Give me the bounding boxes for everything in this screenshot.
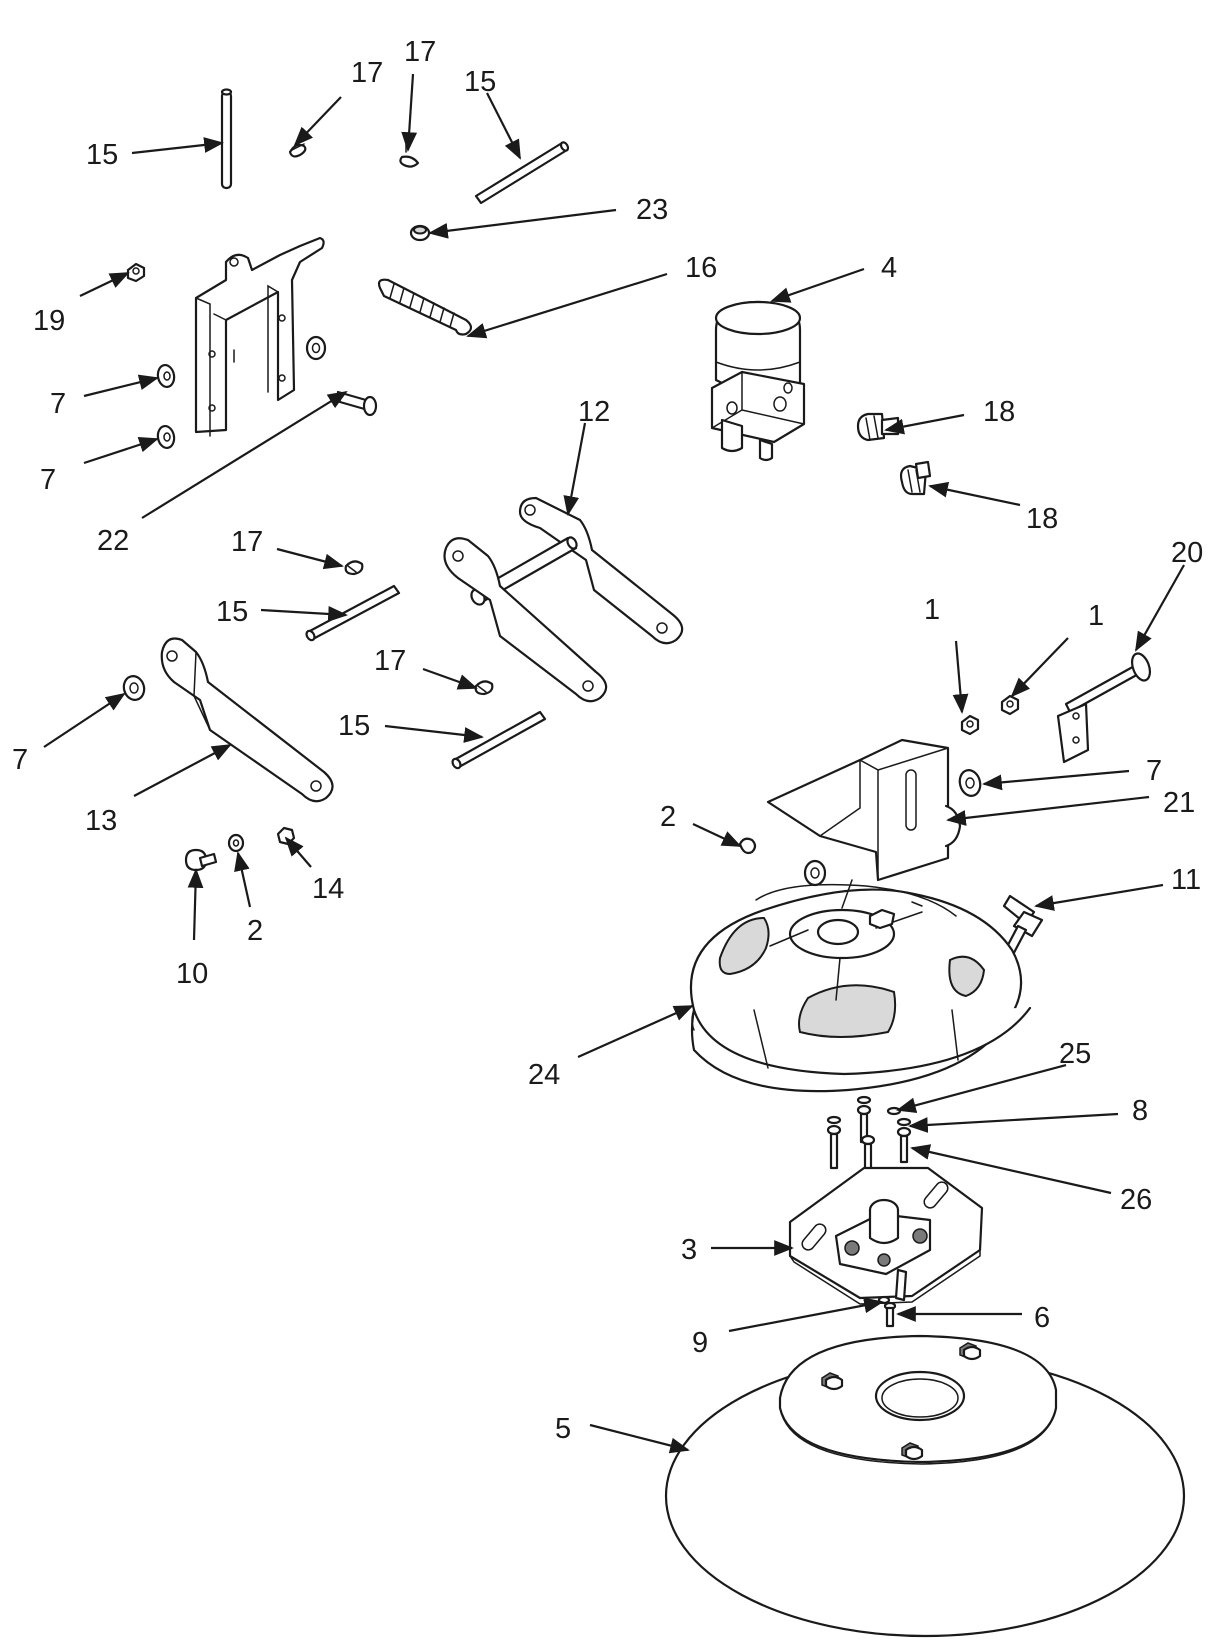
- callout-7-d: 7: [12, 744, 28, 776]
- callout-9: 9: [692, 1327, 708, 1359]
- callout-24: 24: [528, 1059, 560, 1091]
- callout-2-b: 2: [247, 915, 263, 947]
- callout-26: 26: [1120, 1184, 1152, 1216]
- callout-7-a: 7: [50, 388, 66, 420]
- callout-15-b: 15: [464, 66, 496, 98]
- part-rod-plate-20: [1056, 652, 1152, 764]
- part-bolt-10: [184, 848, 218, 872]
- callout-20: 20: [1171, 537, 1203, 569]
- callout-12: 12: [578, 396, 610, 428]
- callout-21: 21: [1163, 787, 1195, 819]
- callout-17-d: 17: [374, 645, 406, 677]
- part-dome-cover-24: [689, 879, 1032, 1093]
- part-washer-7-b: [156, 424, 176, 450]
- part-fitting-18-b: [899, 460, 932, 496]
- callout-7-b: 7: [40, 464, 56, 496]
- callout-15-d: 15: [338, 710, 370, 742]
- callout-17-b: 17: [404, 36, 436, 68]
- part-motor-4: [710, 300, 806, 462]
- callout-7-c: 7: [1146, 755, 1162, 787]
- part-cap-23: [409, 224, 431, 242]
- callout-23: 23: [636, 194, 668, 226]
- part-bolt-22: [336, 390, 378, 417]
- part-nut-14: [276, 826, 296, 846]
- callout-5: 5: [555, 1413, 571, 1445]
- callout-15-c: 15: [216, 596, 248, 628]
- callout-labels: 15 17 17 15 23 16 4 19 7 7 22 12 18 18 1…: [12, 36, 1203, 1445]
- part-pin-15-vertical: [220, 88, 233, 190]
- part-washer-right-of-bracket: [305, 335, 327, 361]
- part-hardware-stack: [826, 1095, 912, 1176]
- part-washer-under-bracket: [803, 859, 827, 887]
- callout-13: 13: [85, 805, 117, 837]
- part-bolt-6: [883, 1301, 897, 1328]
- part-fitting-18-a: [856, 412, 900, 442]
- part-pin-15-mid: [305, 584, 401, 642]
- callout-1-a: 1: [924, 594, 940, 626]
- part-washer-7-a: [156, 363, 176, 389]
- part-link-arm-13: [160, 637, 334, 803]
- callout-6: 6: [1034, 1302, 1050, 1334]
- part-clip-17-d: [474, 680, 494, 696]
- part-washer-7-d: [958, 769, 982, 797]
- part-washer-2-lower-left: [227, 833, 245, 853]
- callout-1-b: 1: [1088, 600, 1104, 632]
- part-washer-7-c: [122, 675, 146, 701]
- part-h-frame-12: [443, 496, 684, 703]
- callout-22: 22: [97, 525, 129, 557]
- part-washer-2-center: [738, 837, 757, 855]
- callout-8: 8: [1132, 1095, 1148, 1127]
- callout-17-c: 17: [231, 526, 263, 558]
- part-pin-15-diagonal-top: [474, 141, 570, 205]
- part-nut-19: [126, 262, 146, 283]
- part-clip-17-a: [288, 143, 307, 158]
- callout-3: 3: [681, 1234, 697, 1266]
- callout-19: 19: [33, 305, 65, 337]
- callout-25: 25: [1059, 1038, 1091, 1070]
- callout-18-b: 18: [1026, 503, 1058, 535]
- part-pivot-bracket-21: [766, 738, 962, 882]
- callout-16: 16: [685, 252, 717, 284]
- leader-lines: [43, 73, 1185, 1454]
- callout-14: 14: [312, 873, 344, 905]
- callout-10: 10: [176, 958, 208, 990]
- part-pad-driver-5: [664, 1334, 1186, 1638]
- part-octagon-plate-3: [788, 1166, 984, 1305]
- part-clip-17-c: [344, 560, 364, 576]
- part-nut-1-b: [1000, 694, 1020, 716]
- callout-15-a: 15: [86, 139, 118, 171]
- part-nut-1-a: [960, 714, 980, 736]
- callout-17-a: 17: [351, 57, 383, 89]
- callout-2-a: 2: [660, 801, 676, 833]
- part-spring-16: [377, 278, 473, 336]
- part-upper-bracket: [194, 236, 325, 437]
- callout-18-a: 18: [983, 396, 1015, 428]
- part-pin-15-lower: [451, 710, 547, 770]
- callout-4: 4: [881, 252, 897, 284]
- callout-11: 11: [1171, 864, 1201, 896]
